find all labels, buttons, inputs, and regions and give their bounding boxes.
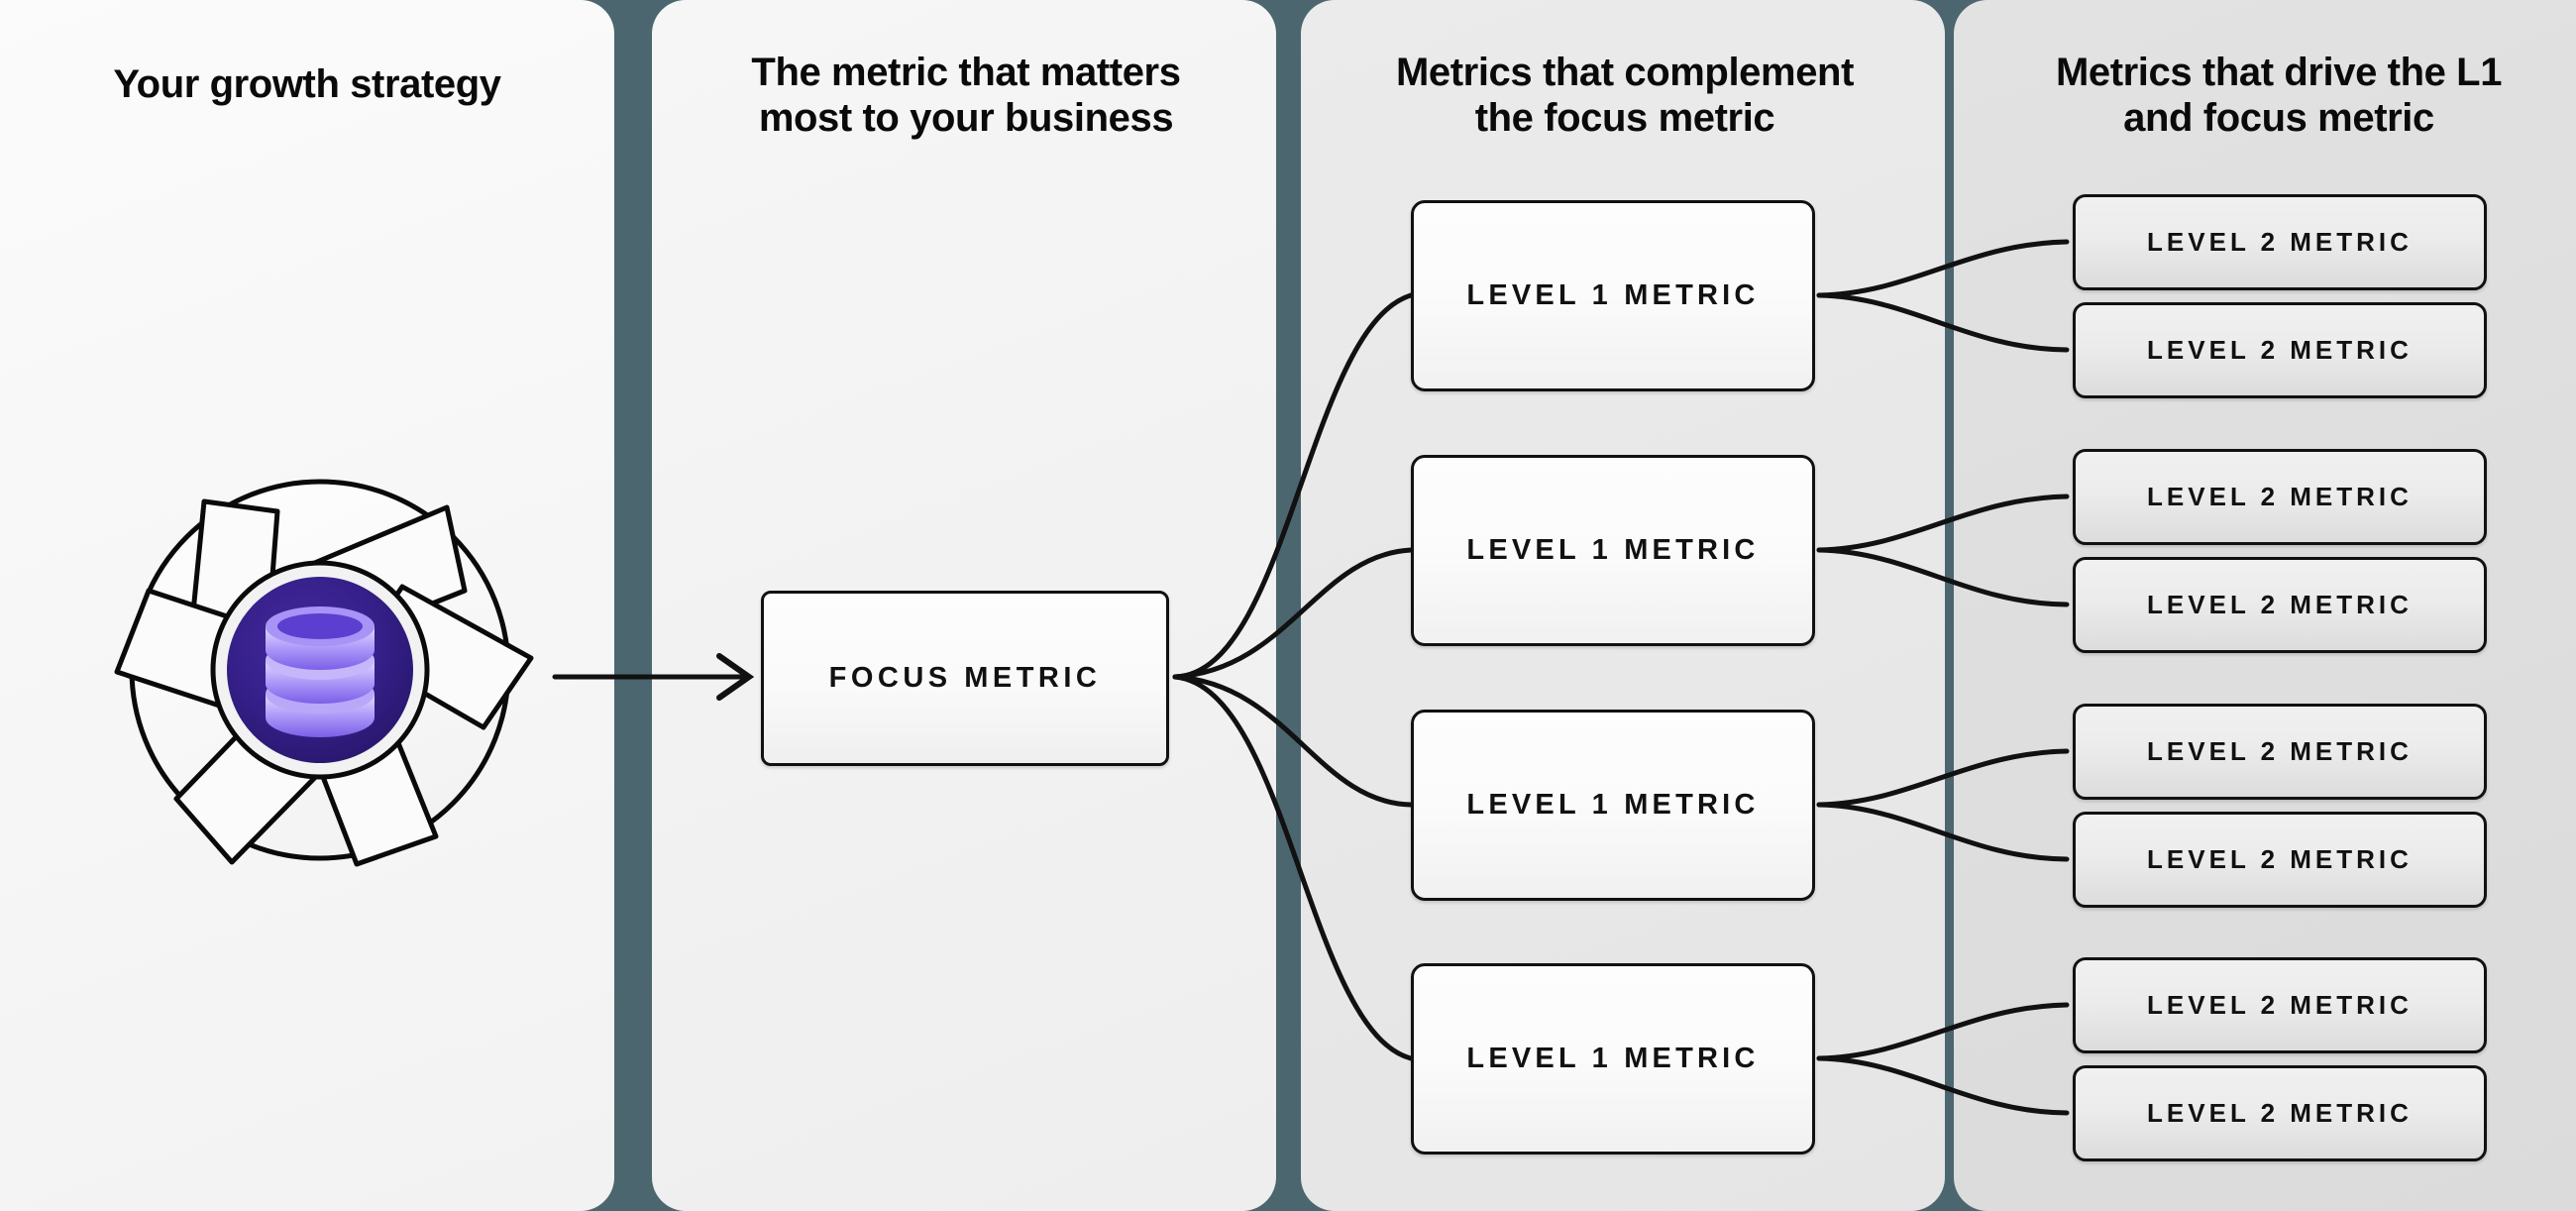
- database-aperture-icon: [114, 479, 534, 867]
- level-2-metric-node-3[interactable]: LEVEL 2 METRIC: [2073, 449, 2487, 545]
- level-1-metric-node-1[interactable]: LEVEL 1 METRIC: [1411, 200, 1815, 391]
- level-2-metric-node-2[interactable]: LEVEL 2 METRIC: [2073, 302, 2487, 398]
- database-glyph: [266, 606, 375, 737]
- level-2-metric-node-7[interactable]: LEVEL 2 METRIC: [2073, 957, 2487, 1053]
- level-2-metric-node-4[interactable]: LEVEL 2 METRIC: [2073, 557, 2487, 653]
- level-2-metric-node-1[interactable]: LEVEL 2 METRIC: [2073, 194, 2487, 290]
- level-2-metric-node-6[interactable]: LEVEL 2 METRIC: [2073, 812, 2487, 908]
- level-2-metric-node-5[interactable]: LEVEL 2 METRIC: [2073, 704, 2487, 800]
- level-1-metric-node-2[interactable]: LEVEL 1 METRIC: [1411, 455, 1815, 646]
- level-2-metric-node-8[interactable]: LEVEL 2 METRIC: [2073, 1065, 2487, 1161]
- level-1-metric-node-4[interactable]: LEVEL 1 METRIC: [1411, 963, 1815, 1155]
- level-1-metric-node-3[interactable]: LEVEL 1 METRIC: [1411, 710, 1815, 901]
- focus-metric-node[interactable]: FOCUS METRIC: [761, 591, 1169, 766]
- column-heading-growth-strategy: Your growth strategy: [113, 62, 501, 106]
